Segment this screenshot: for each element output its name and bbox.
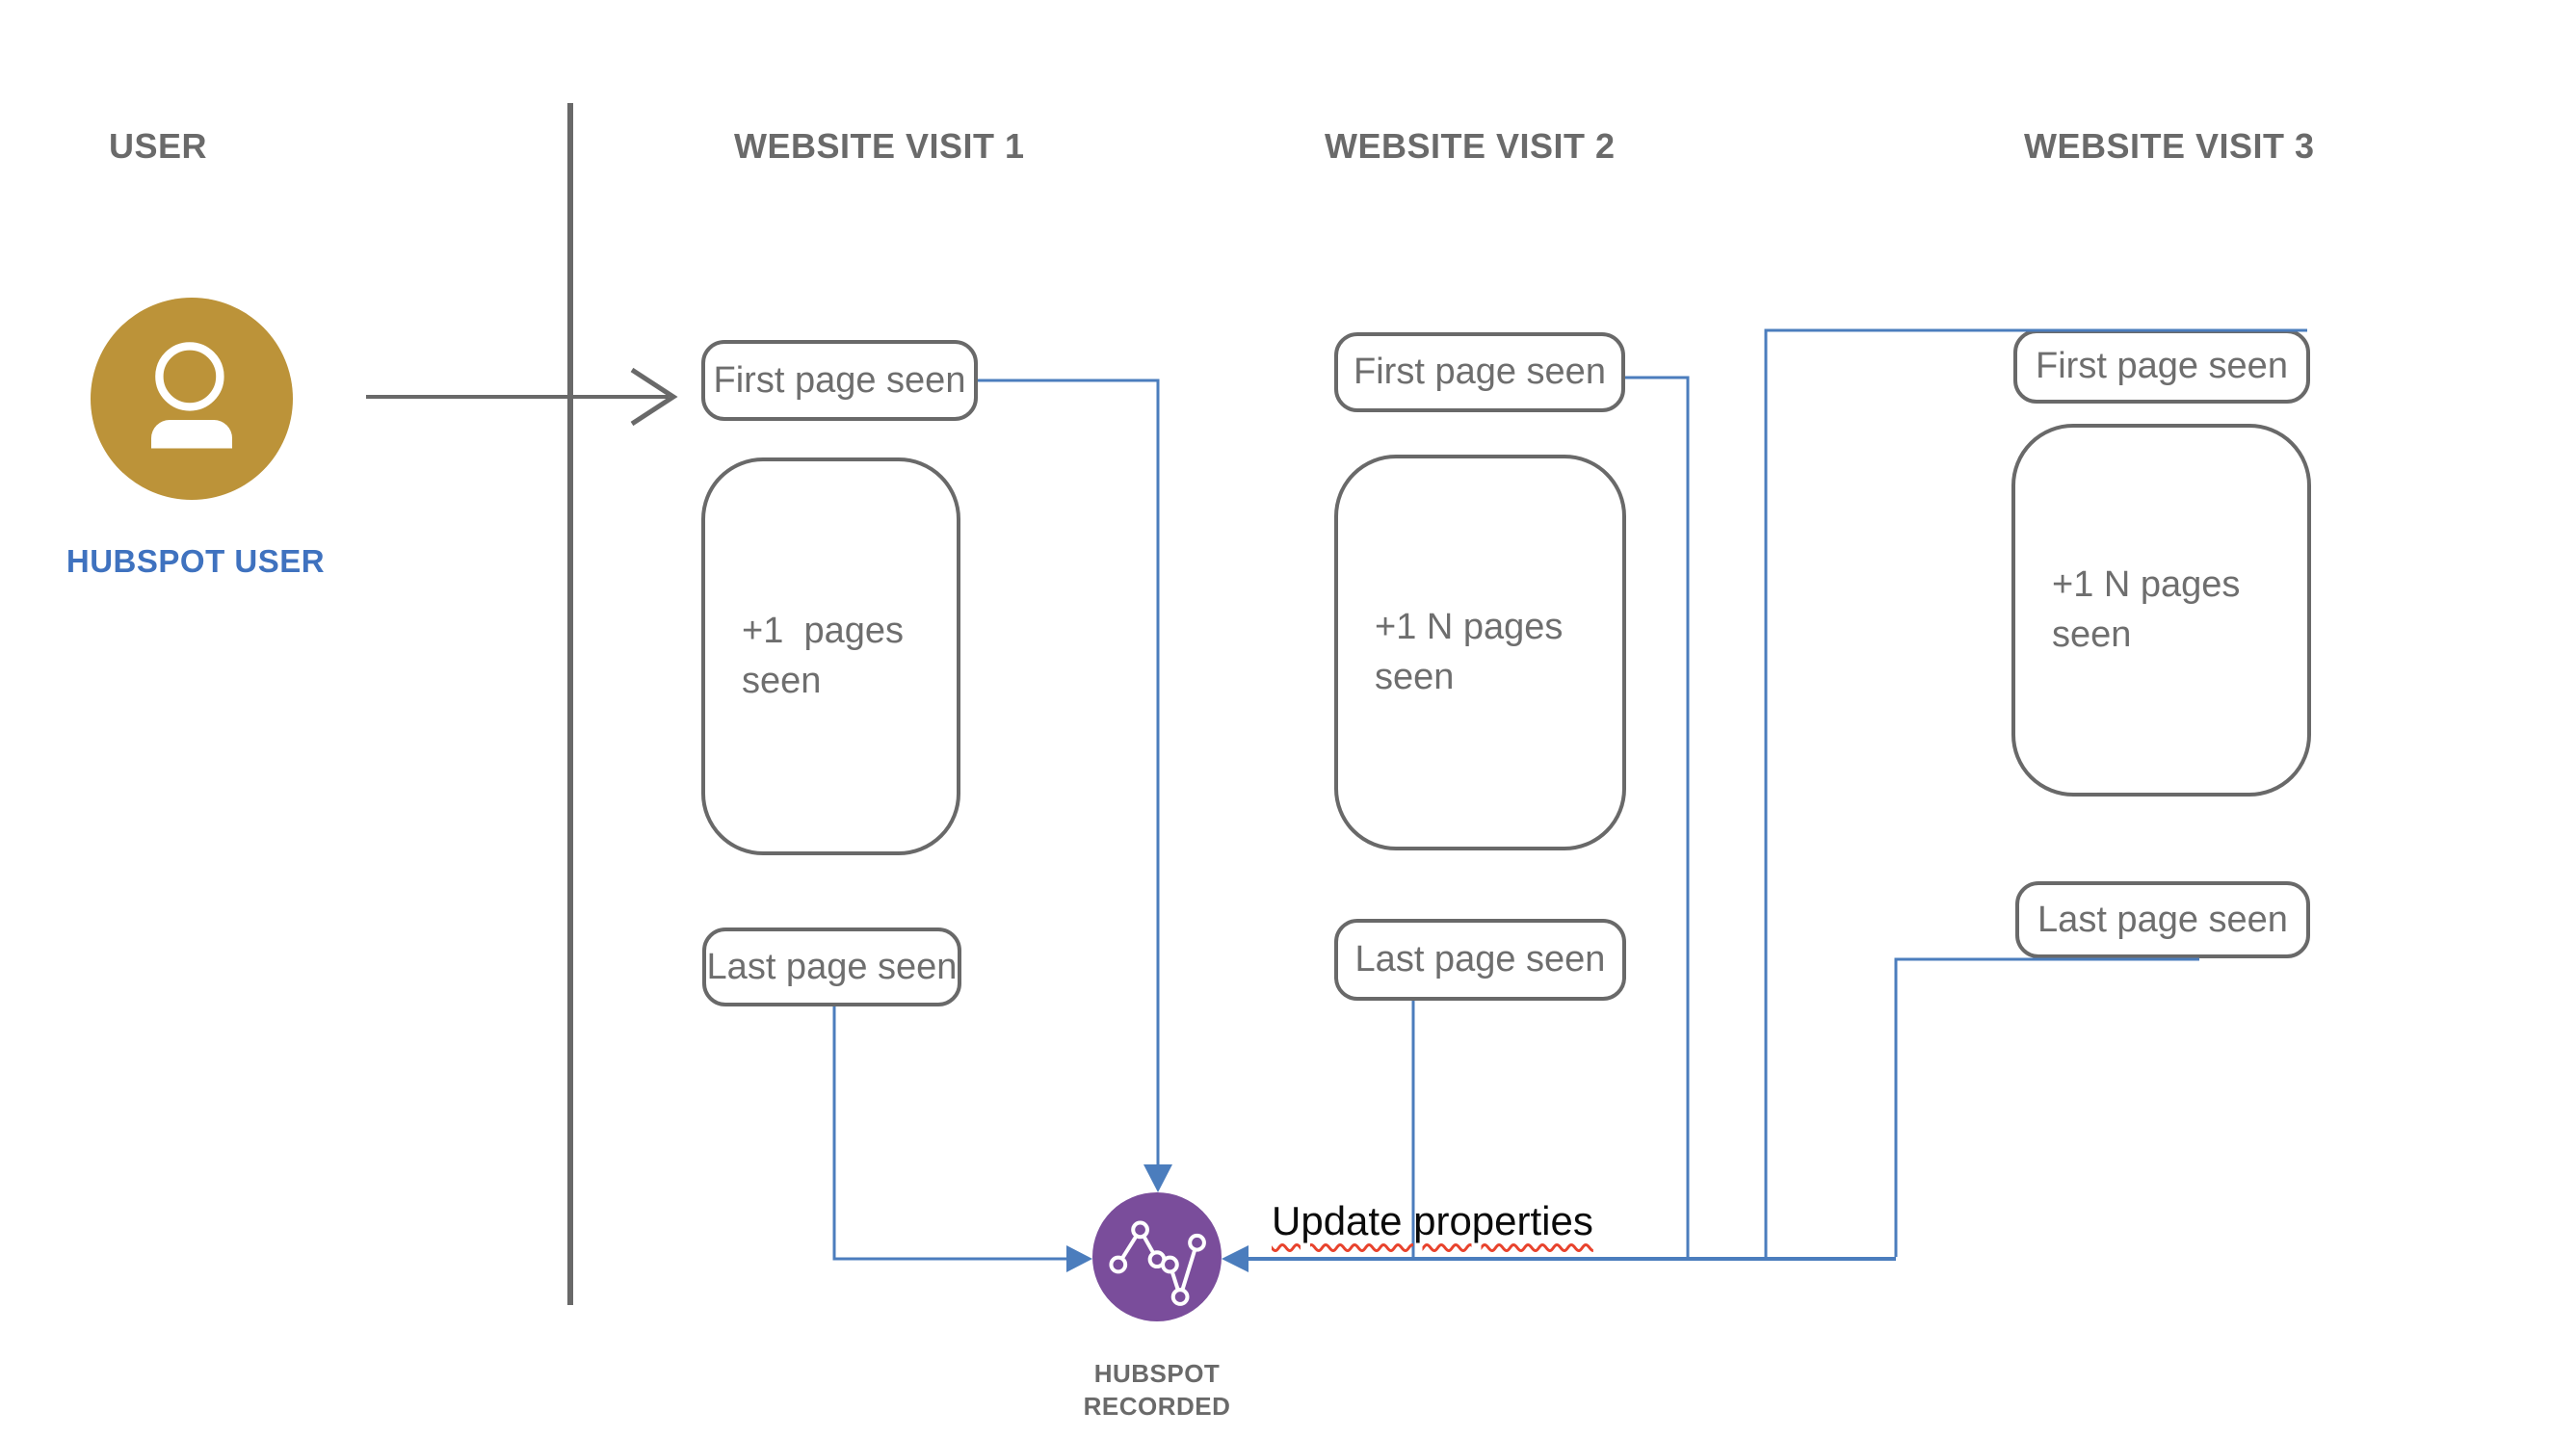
first-page-seen-label: First page seen (1354, 352, 1606, 392)
arrowhead-right-icon (1066, 1245, 1092, 1272)
arrowhead-down-icon (1143, 1164, 1172, 1192)
hubspot-user-avatar (91, 298, 293, 500)
line-chart-icon (1109, 1220, 1206, 1306)
connector-last3-to-merge (1894, 957, 2199, 1257)
last-page-seen-label: Last page seen (706, 946, 958, 987)
update-properties-label: Update properties (1272, 1198, 1593, 1243)
user-to-visit1-arrow (366, 367, 678, 427)
pages-seen-box-visit-1: +1 pages seen (701, 457, 960, 855)
column-header-visit-3: WEBSITE VISIT 3 (2024, 126, 2315, 166)
person-icon (151, 342, 232, 449)
hubspot-recorded-node (1092, 1192, 1222, 1321)
first-page-seen-label: First page seen (713, 359, 966, 401)
first-page-seen-label: First page seen (2036, 346, 2288, 386)
pages-seen-label: +1 pages seen (742, 611, 904, 701)
pages-seen-box-visit-3: +1 N pages seen (2011, 424, 2311, 797)
first-page-seen-box-visit-2: First page seen (1334, 332, 1625, 412)
pages-seen-label: +1 N pages seen (2052, 564, 2241, 655)
pages-seen-box-visit-2: +1 N pages seen (1334, 455, 1626, 850)
timeline-divider (567, 103, 573, 1305)
connector-first2-to-merge (1625, 376, 1690, 1257)
column-header-user: USER (109, 126, 208, 166)
last-page-seen-box-visit-3: Last page seen (2015, 881, 2310, 958)
last-page-seen-label: Last page seen (1354, 939, 1606, 980)
last-page-seen-box-visit-1: Last page seen (702, 928, 961, 1006)
hubspot-user-label: HUBSPOT USER (66, 543, 326, 579)
column-header-visit-1: WEBSITE VISIT 1 (734, 126, 1025, 166)
connector-first1-to-hubspot (978, 379, 1160, 1183)
arrowhead-left-icon (1222, 1245, 1249, 1272)
last-page-seen-box-visit-2: Last page seen (1334, 919, 1626, 1001)
pages-seen-label: +1 N pages seen (1375, 607, 1564, 697)
first-page-seen-box-visit-3: First page seen (2013, 329, 2310, 404)
hubspot-recorded-label: HUBSPOT RECORDED (1083, 1359, 1231, 1421)
column-header-visit-2: WEBSITE VISIT 2 (1325, 126, 1616, 166)
first-page-seen-box-visit-1: First page seen (701, 340, 978, 421)
last-page-seen-label: Last page seen (2037, 899, 2288, 940)
connector-last1-to-hubspot (832, 1006, 1075, 1261)
